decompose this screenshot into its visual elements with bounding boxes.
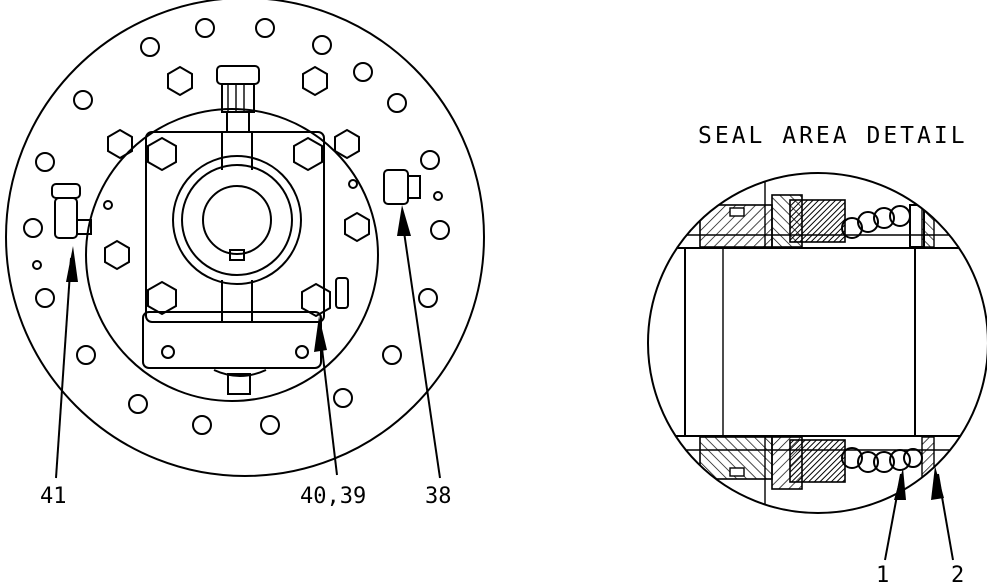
inner-plate [85, 108, 379, 402]
bearing-housing [142, 131, 331, 369]
leader-41 [55, 246, 78, 479]
callout-2: 2 [951, 563, 964, 586]
front-view [5, 0, 485, 479]
detail-title: SEAL AREA DETAIL [698, 123, 968, 149]
callout-40-39: 40,39 [300, 484, 366, 509]
outer-flange [5, 0, 485, 477]
leader-40-39 [314, 316, 338, 476]
spring-coils-bottom [841, 436, 935, 480]
leader-38 [397, 205, 441, 479]
top-fitting [216, 65, 260, 133]
leader-2 [931, 466, 954, 561]
bottom-fitting [213, 369, 267, 395]
fitting-left-elbow [51, 183, 92, 239]
callout-1: 1 [876, 563, 889, 586]
spring-coils-top [841, 204, 925, 248]
leader-1 [884, 468, 906, 561]
fitting-right [335, 169, 421, 309]
detail-circle [647, 172, 987, 514]
callout-41: 41 [40, 484, 67, 509]
plate-hex-bolts [103, 65, 370, 271]
outer-bolt-holes [23, 18, 450, 435]
seal-detail [647, 172, 987, 561]
shaft-bore [172, 155, 302, 285]
callout-38: 38 [425, 484, 452, 509]
